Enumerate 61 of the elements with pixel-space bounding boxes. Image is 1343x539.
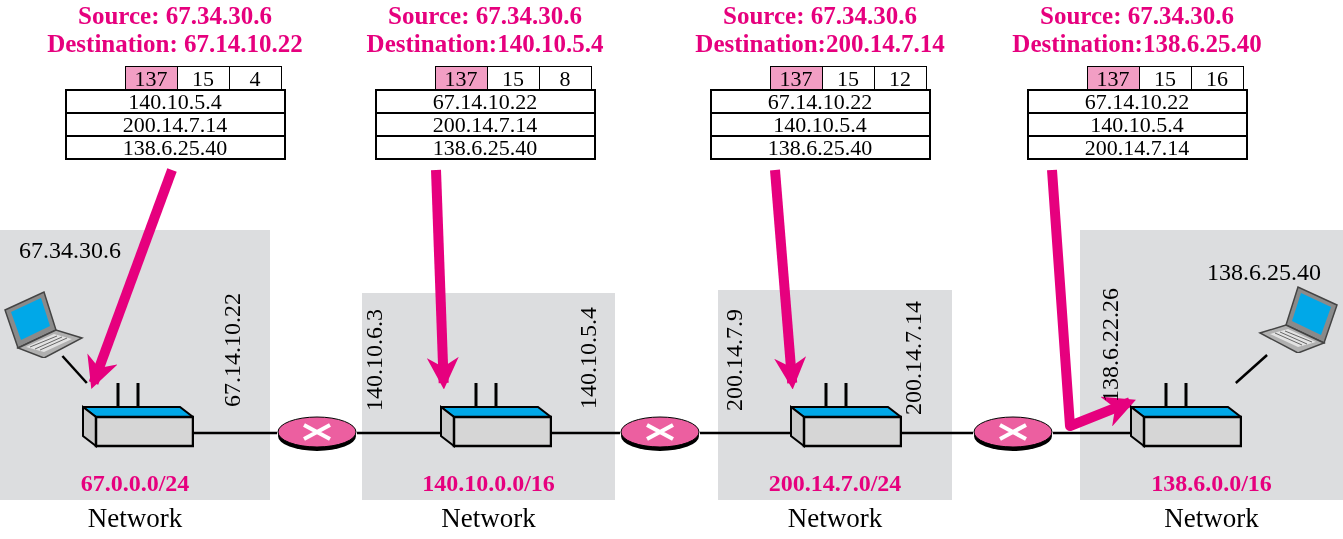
address-cell: 138.6.25.40 bbox=[374, 135, 596, 160]
packet-field-cell: 137 bbox=[124, 66, 178, 91]
thick-arrow bbox=[426, 169, 459, 390]
interface-address: 140.10.5.4 bbox=[575, 307, 601, 409]
thick-arrow bbox=[770, 169, 807, 390]
address-cell: 67.14.10.22 bbox=[374, 89, 596, 114]
interface-address: 67.14.10.22 bbox=[219, 293, 245, 407]
address-cell: 200.14.7.14 bbox=[1026, 135, 1248, 160]
network-caption: Network bbox=[86, 502, 184, 535]
packet-field-cell: 137 bbox=[1086, 66, 1140, 91]
address-cell: 67.14.10.22 bbox=[1026, 89, 1248, 114]
packet-header-text: Source: 67.34.30.6 bbox=[723, 2, 917, 30]
laptop-drawing bbox=[2, 290, 84, 356]
switch-drawing bbox=[82, 383, 194, 448]
packet-header-text: Destination:140.10.5.4 bbox=[366, 30, 604, 58]
packet-header-text: Source: 67.34.30.6 bbox=[1040, 2, 1234, 30]
interface-address: 200.14.7.14 bbox=[900, 301, 926, 415]
network-caption: Network bbox=[440, 502, 537, 535]
laptop-drawing bbox=[1256, 285, 1340, 355]
switch-drawing bbox=[790, 383, 902, 448]
connection-line bbox=[194, 431, 277, 435]
network-address: 138.6.0.0/16 bbox=[1150, 470, 1273, 496]
packet-header-text: Destination:138.6.25.40 bbox=[1012, 30, 1262, 58]
interface-address: 200.14.7.9 bbox=[721, 309, 747, 411]
thick-arrow bbox=[87, 168, 177, 389]
packet-header-text: Source: 67.34.30.6 bbox=[78, 2, 272, 30]
connection-line bbox=[1053, 431, 1130, 435]
switch-drawing bbox=[440, 383, 552, 448]
interface-address: 140.10.6.3 bbox=[361, 309, 387, 411]
address-cell: 138.6.25.40 bbox=[709, 135, 931, 160]
network-address: 200.14.7.0/24 bbox=[767, 470, 903, 496]
connection-line bbox=[1234, 354, 1268, 384]
network-address: 140.10.0.0/16 bbox=[421, 470, 556, 496]
router-drawing bbox=[973, 415, 1053, 453]
network-caption: Network bbox=[1163, 502, 1260, 535]
address-cell: 67.14.10.22 bbox=[709, 89, 931, 114]
connection-line bbox=[357, 431, 440, 435]
packet-header-text: Destination:200.14.7.14 bbox=[695, 30, 945, 58]
packet-header-text: Destination: 67.14.10.22 bbox=[47, 30, 303, 58]
address-cell: 200.14.7.14 bbox=[374, 112, 596, 137]
connection-line bbox=[902, 431, 973, 435]
address-cell: 140.10.5.4 bbox=[1026, 112, 1248, 137]
network-caption: Network bbox=[786, 502, 884, 535]
interface-address: 138.6.25.40 bbox=[1207, 259, 1321, 285]
address-cell: 140.10.5.4 bbox=[64, 89, 286, 114]
router-drawing bbox=[620, 415, 700, 453]
address-cell: 138.6.25.40 bbox=[64, 135, 286, 160]
switch-drawing bbox=[1130, 383, 1242, 448]
connection-line bbox=[700, 431, 790, 435]
packet-header-text: Source: 67.34.30.6 bbox=[388, 2, 582, 30]
packet-field-cell: 137 bbox=[769, 66, 823, 91]
interface-address: 138.6.22.26 bbox=[1097, 288, 1123, 402]
connection-line bbox=[552, 431, 620, 435]
address-cell: 140.10.5.4 bbox=[709, 112, 931, 137]
router-drawing bbox=[277, 415, 357, 453]
packet-field-cell: 137 bbox=[434, 66, 488, 91]
thick-arrow bbox=[1047, 169, 1136, 431]
network-address: 67.0.0.0/24 bbox=[79, 470, 191, 496]
interface-address: 67.34.30.6 bbox=[19, 237, 121, 263]
connection-line bbox=[61, 355, 88, 384]
address-cell: 200.14.7.14 bbox=[64, 112, 286, 137]
